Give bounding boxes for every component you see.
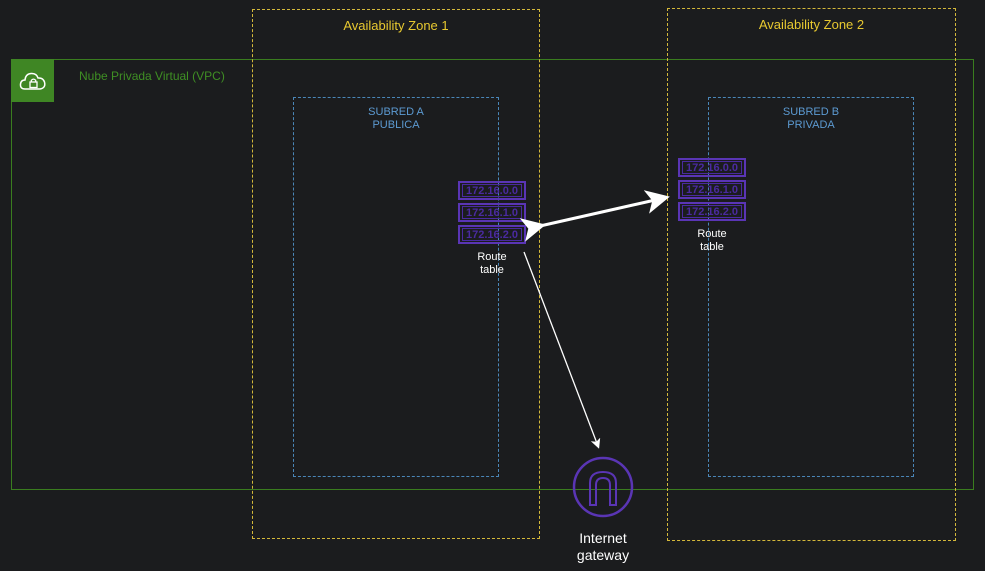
availability-zone-2	[667, 8, 956, 541]
az2-title: Availability Zone 2	[758, 17, 865, 32]
internet-gateway-label: Internet gateway	[576, 530, 630, 563]
igw-arrow	[523, 251, 601, 449]
subnet-a-type: PUBLICA	[372, 119, 420, 131]
subnet-a	[293, 97, 499, 477]
route-table-a[interactable]: 172.16.0.0 172.16.1.0 172.16.2.0 Route t…	[458, 181, 526, 277]
route-row: 172.16.0.0	[678, 158, 746, 177]
bidirectional-arrow	[519, 190, 670, 242]
vpc-icon-box	[11, 59, 54, 102]
route-table-label: Route table	[477, 251, 507, 276]
route-row: 172.16.1.0	[678, 180, 746, 199]
subnet-b-name: SUBRED B	[782, 106, 840, 118]
route-row: 172.16.2.0	[458, 225, 526, 244]
route-row: 172.16.2.0	[678, 202, 746, 221]
subnet-b-title: SUBRED B PRIVADA	[708, 106, 914, 132]
az1-title: Availability Zone 1	[343, 18, 449, 33]
internet-gateway-icon[interactable]	[572, 456, 634, 518]
subnet-b-type: PRIVADA	[787, 119, 835, 131]
route-table-b[interactable]: 172.16.0.0 172.16.1.0 172.16.2.0 Route t…	[678, 158, 746, 254]
vpc-label: Nube Privada Virtual (VPC)	[79, 69, 225, 83]
subnet-b	[708, 97, 914, 477]
route-table-icon: 172.16.0.0 172.16.1.0 172.16.2.0	[678, 158, 746, 221]
cloud-lock-icon	[19, 72, 46, 90]
subnet-a-title: SUBRED A PUBLICA	[293, 106, 499, 132]
route-table-label: Route table	[697, 228, 727, 253]
route-table-icon: 172.16.0.0 172.16.1.0 172.16.2.0	[458, 181, 526, 244]
subnet-a-name: SUBRED A	[368, 106, 424, 118]
availability-zone-1	[252, 9, 540, 539]
vpc-boundary	[11, 59, 974, 490]
